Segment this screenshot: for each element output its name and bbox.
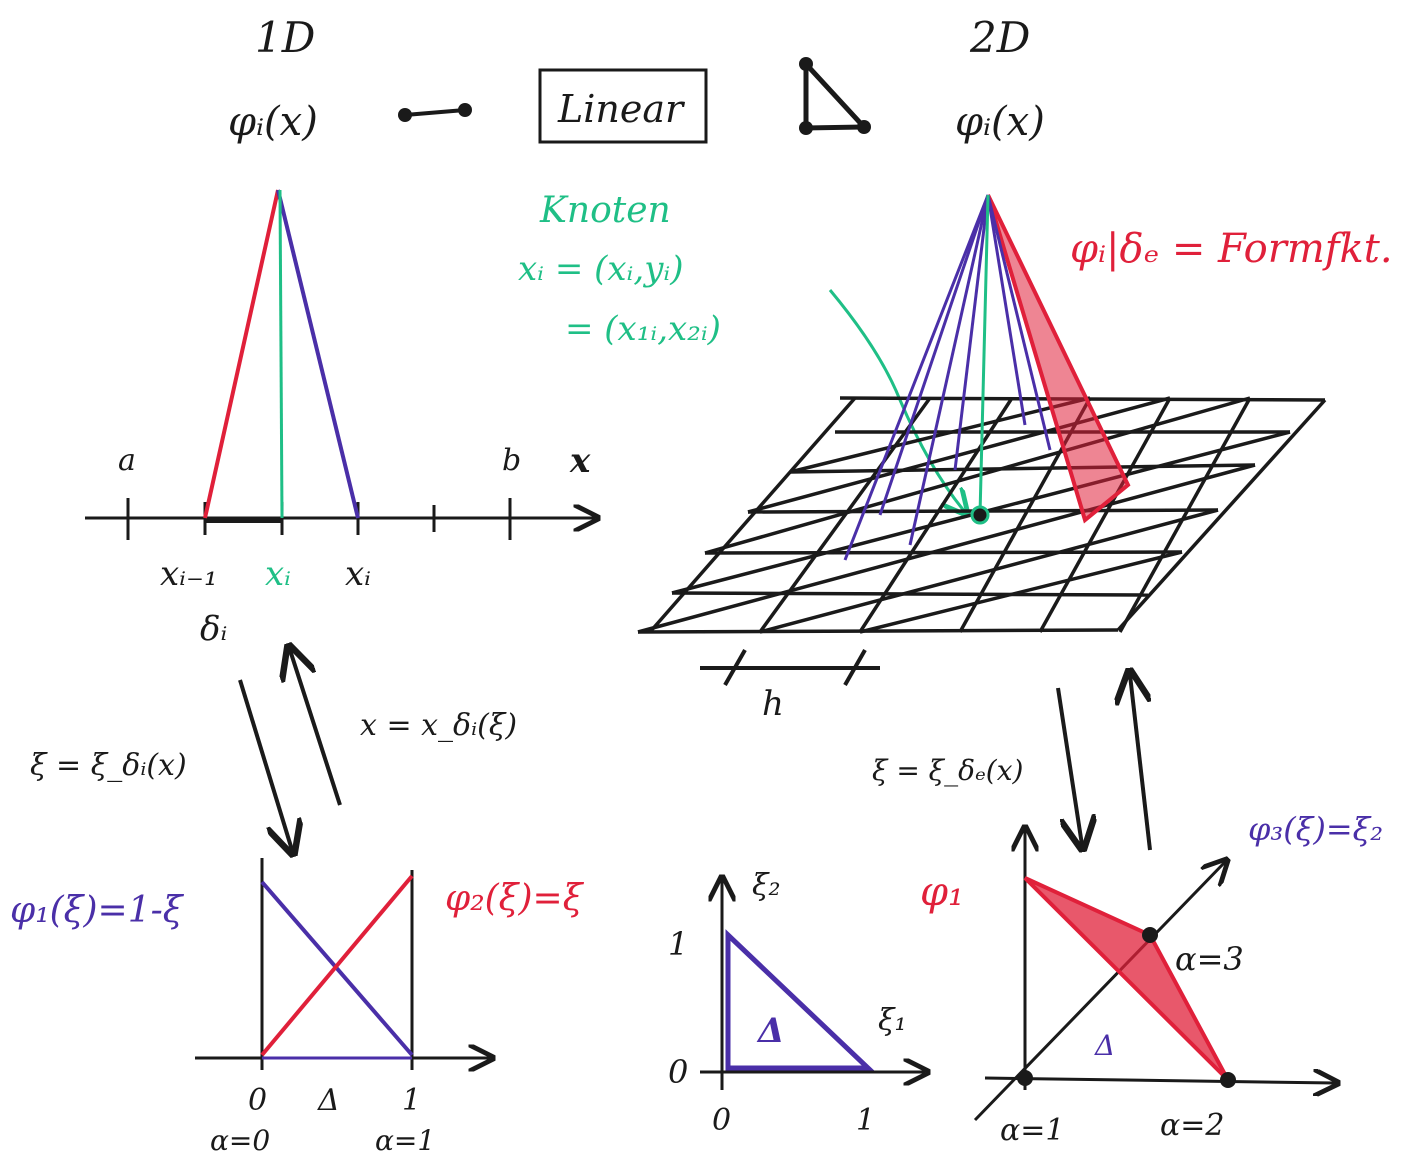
knoten-eq2: = (x₁ᵢ,x₂ᵢ): [565, 309, 721, 349]
ref-one-1d: 1: [402, 1083, 421, 1118]
alpha1-label-2d: α=1: [1000, 1113, 1064, 1148]
alpha1-1d: α=1: [375, 1124, 435, 1157]
phi-1d-label: φᵢ(x): [228, 99, 318, 145]
reference-plot-2d: [973, 830, 1335, 1122]
ref-delta-center: Δ: [756, 1011, 784, 1051]
phi-2d-label: φᵢ(x): [955, 99, 1045, 145]
map-forward-1d: ξ = ξ_δᵢ(x): [30, 748, 187, 783]
ref-delta-1d: Δ: [317, 1083, 340, 1118]
reference-plot-1d: [195, 858, 490, 1070]
formfkt-label: φᵢ|δₑ = Formfkt.: [1070, 226, 1393, 272]
ref-zero-y: 0: [668, 1053, 688, 1091]
ref-zero-x: 0: [712, 1103, 731, 1138]
pyramid-node-line: [978, 194, 990, 516]
phi1-label-1d: φ₁(ξ)=1-ξ: [10, 890, 185, 931]
label-a: a: [118, 443, 136, 478]
node-point-2d: [970, 505, 990, 525]
x-axis-label: x: [569, 441, 591, 481]
line-element-icon: [398, 103, 472, 122]
ref-delta-2d: Δ: [1094, 1029, 1115, 1062]
triangle-element-icon: [799, 57, 871, 135]
phi2-label-1d: φ₂(ξ)=ξ: [445, 878, 585, 919]
phi3-label-2d: φ₃(ξ)=ξ₂: [1248, 810, 1383, 848]
mesh-2d: [637, 396, 1327, 634]
alpha3-label: α=3: [1175, 940, 1244, 978]
knoten-title: Knoten: [539, 190, 671, 231]
ref-zero-1d: 0: [248, 1083, 267, 1118]
ref-one-y: 1: [668, 925, 688, 963]
h-label: h: [762, 684, 784, 724]
element-label: δᵢ: [200, 609, 227, 649]
alpha0-1d: α=0: [210, 1124, 270, 1157]
label-b: b: [502, 443, 521, 478]
map-forward-2d: ξ = ξ_δₑ(x): [872, 754, 1023, 787]
hat-function-1d: [85, 189, 595, 540]
map-backward-1d: x = x_δᵢ(ξ): [360, 708, 517, 743]
map-backward-arrow-1d: [290, 650, 342, 806]
hat-left-flank: [203, 189, 280, 519]
phi2-line-1d: [260, 874, 414, 1057]
node-prev-label: xᵢ₋₁: [160, 554, 218, 594]
linear-label: Linear: [557, 87, 686, 131]
pyramid-2d: [843, 194, 1131, 561]
knoten-eq1: xᵢ = (xᵢ,yᵢ): [518, 249, 684, 289]
node-next-label: xᵢ: [345, 554, 371, 594]
map-forward-arrow-1d: [238, 679, 292, 850]
ref-xi1-label: ξ₁: [878, 1003, 907, 1038]
ref-one-x: 1: [856, 1103, 875, 1138]
phi1-surface-2d: [1023, 876, 1230, 1082]
alpha2-label-2d: α=2: [1160, 1108, 1224, 1143]
map-forward-arrow-2d: [1056, 687, 1082, 845]
hat-right-flank: [276, 189, 360, 519]
title-1d: 1D: [255, 13, 315, 62]
node-mid-label: xᵢ: [265, 554, 291, 594]
hat-node-line: [278, 189, 284, 519]
ref-xi2-label: ξ₂: [752, 868, 781, 903]
title-2d: 2D: [969, 13, 1030, 62]
h-dimension: [700, 649, 880, 686]
linear-box: [538, 68, 708, 144]
reference-triangle-center: [700, 880, 925, 1090]
map-backward-arrow-2d: [1130, 675, 1152, 851]
phi1-label-2d: φ₁: [920, 869, 964, 915]
shape-function-face: [986, 194, 1131, 524]
